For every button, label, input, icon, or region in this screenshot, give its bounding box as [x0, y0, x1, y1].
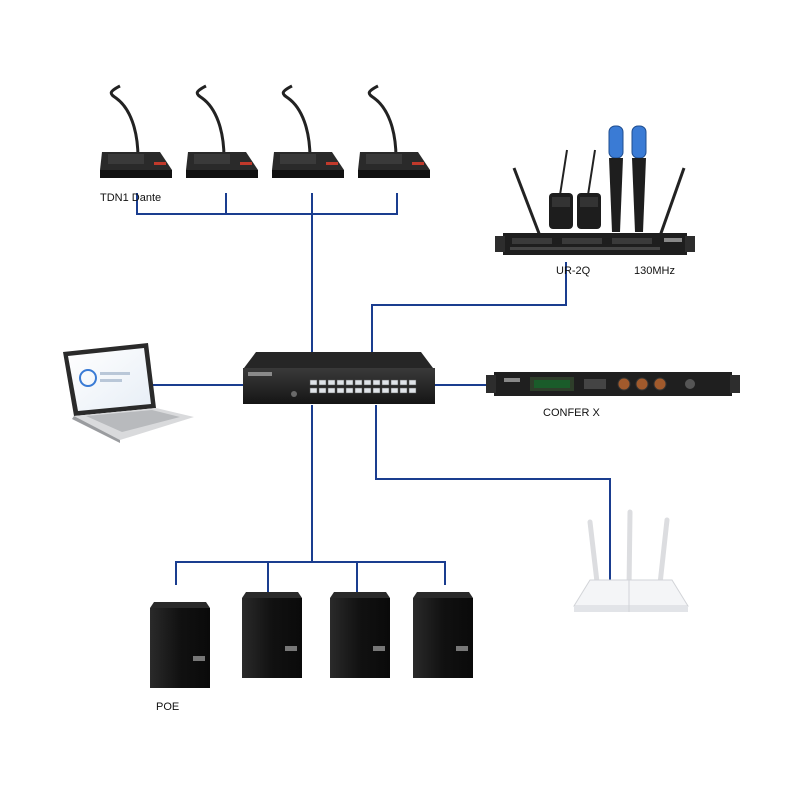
poe-speaker-1 [150, 602, 210, 688]
confer-x-processor [486, 372, 740, 396]
cable-switch-to-wireless [371, 262, 567, 352]
poe-speaker-2 [242, 592, 302, 678]
switch-ports [309, 379, 417, 394]
bodypack-transmitter-1 [549, 149, 573, 229]
cables [136, 193, 611, 592]
label-wireless-model: UR-2Q [556, 265, 591, 277]
conference-mic-3 [272, 84, 344, 178]
poe-speaker-4 [413, 592, 473, 678]
label-wireless-frequency: 130MHz [634, 265, 675, 277]
handheld-mic-2 [631, 125, 647, 232]
wifi-router [573, 509, 689, 612]
label-speakers: POE [156, 701, 179, 713]
conference-mic-1 [100, 84, 172, 178]
label-conference-mics: TDN1 Dante [100, 192, 161, 204]
network-switch [243, 352, 435, 404]
bodypack-transmitter-2 [577, 149, 601, 229]
handheld-mic-1 [608, 125, 624, 232]
cable-mic-bus [136, 193, 398, 215]
cable-switch-to-router [375, 405, 611, 580]
laptop [63, 343, 194, 443]
conference-mic-4 [358, 84, 430, 178]
conference-mic-2 [186, 84, 258, 178]
wireless-receiver [495, 125, 695, 255]
poe-speaker-3 [330, 592, 390, 678]
cable-speaker-bus [175, 561, 446, 585]
label-processor: CONFER X [543, 407, 601, 419]
